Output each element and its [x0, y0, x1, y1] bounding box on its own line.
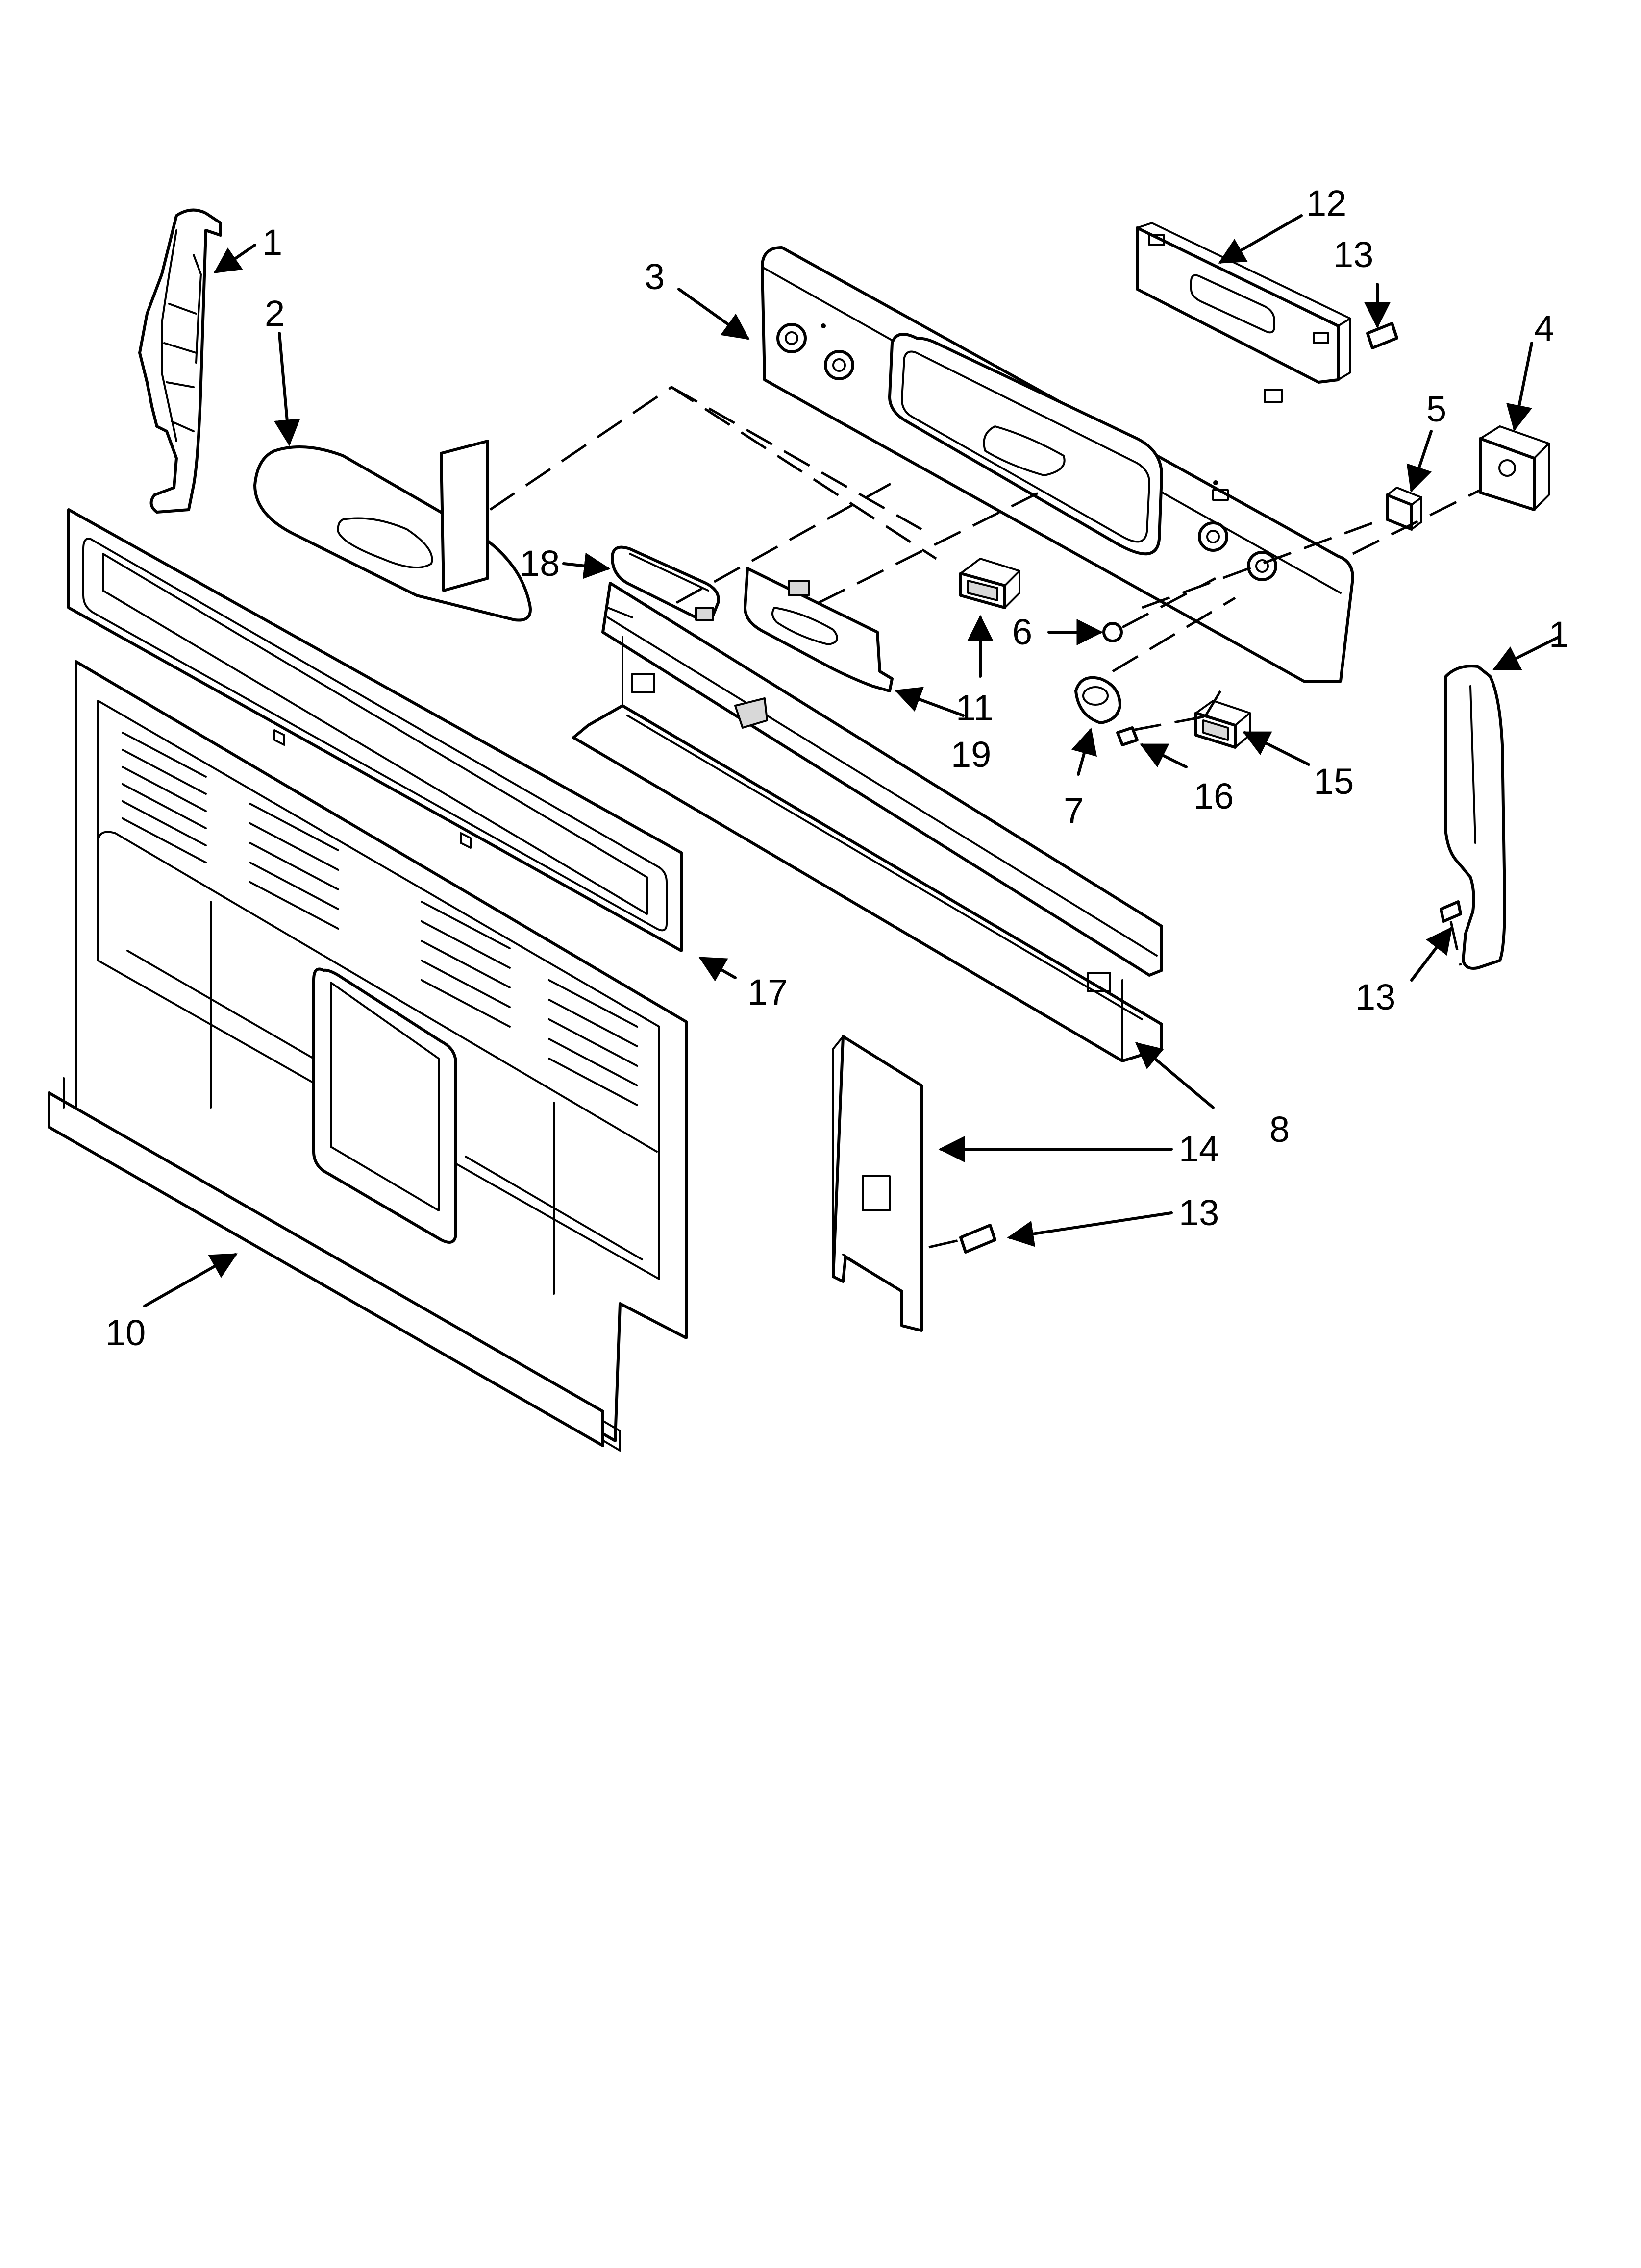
label-16: 16	[1193, 776, 1234, 816]
display-module-part	[1136, 222, 1351, 384]
label-4: 4	[1534, 308, 1554, 348]
bracket-18-part	[611, 545, 720, 621]
label-3: 3	[645, 256, 665, 297]
overlay-part	[253, 440, 532, 622]
label-17: 17	[747, 972, 788, 1012]
label-13-upper: 13	[1333, 234, 1373, 275]
label-1-left: 1	[262, 222, 282, 263]
knob-part	[1074, 676, 1121, 724]
label-13-right: 13	[1355, 977, 1395, 1017]
assembly-leader-lines	[489, 386, 1481, 1249]
left-end-cap-part	[138, 208, 222, 514]
label-19: 19	[951, 734, 991, 775]
screw-13-lower-part	[959, 1224, 996, 1254]
label-13-lower: 13	[1179, 1192, 1219, 1233]
label-11: 11	[956, 688, 994, 728]
switch-5-part	[1386, 487, 1422, 531]
label-18: 18	[520, 543, 560, 584]
rear-panel-part	[48, 660, 688, 1452]
callout-labels: 1 1 2 3 4 5 6 7 8 10 11 12 13 13 13 14 1…	[105, 183, 1569, 1353]
label-14: 14	[1179, 1129, 1219, 1169]
rocker-switch-11-part	[959, 558, 1020, 609]
screw-13-right-part	[1440, 900, 1462, 923]
terminal-bracket-14-part	[832, 1035, 923, 1332]
callout-arrows	[143, 214, 1560, 1307]
rocker-switch-15-part	[1194, 700, 1251, 749]
insulation-frame-part	[67, 508, 683, 952]
label-1-right: 1	[1549, 614, 1569, 655]
label-2: 2	[265, 293, 285, 334]
label-7: 7	[1064, 790, 1084, 831]
label-8: 8	[1269, 1109, 1290, 1150]
infinite-switch-part	[1479, 425, 1550, 511]
label-10: 10	[105, 1312, 146, 1353]
control-panel-part	[761, 246, 1354, 683]
label-5: 5	[1426, 389, 1446, 429]
right-end-cap-part	[1444, 665, 1506, 970]
screw-6-part	[1102, 622, 1123, 642]
housing-19-part	[744, 567, 894, 692]
label-15: 15	[1314, 761, 1354, 802]
control-rail-part	[572, 582, 1163, 1062]
screw-16-part	[1116, 726, 1139, 746]
label-6: 6	[1012, 612, 1032, 652]
screw-13-upper-part	[1366, 322, 1398, 349]
label-12: 12	[1306, 183, 1346, 223]
